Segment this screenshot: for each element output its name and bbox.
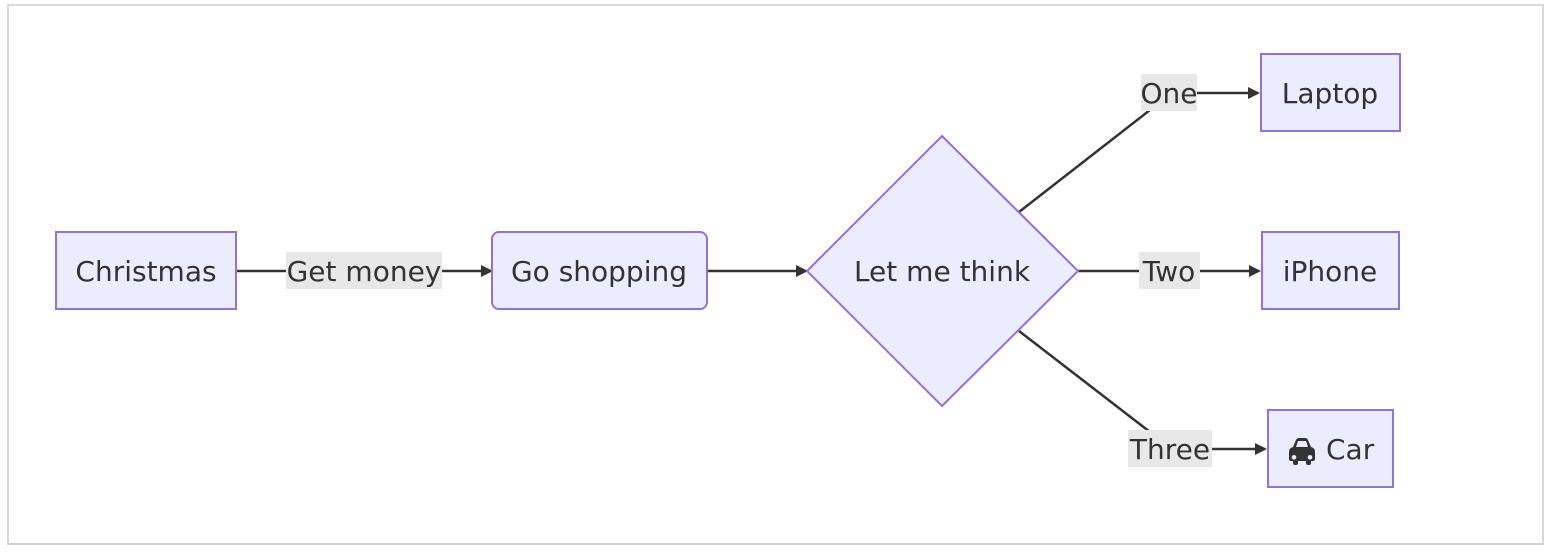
node-let-me-think-label: Let me think xyxy=(854,255,1031,288)
node-car-label: Car xyxy=(1326,433,1375,466)
node-iphone-label: iPhone xyxy=(1283,255,1378,288)
edge-label-three: Three xyxy=(1128,430,1212,467)
node-christmas-label: Christmas xyxy=(75,255,216,288)
edge-label-two-text: Two xyxy=(1142,255,1196,288)
edge-label-get-money: Get money xyxy=(286,252,442,289)
node-iphone[interactable]: iPhone xyxy=(1261,231,1400,310)
node-christmas[interactable]: Christmas xyxy=(55,231,237,310)
edge-label-one: One xyxy=(1140,74,1198,111)
edge-let-me-think-to-laptop xyxy=(1018,87,1260,213)
car-icon xyxy=(1289,438,1315,465)
edge-label-two: Two xyxy=(1139,252,1200,289)
edge-label-three-text: Three xyxy=(1129,433,1210,466)
node-go-shopping-label: Go shopping xyxy=(511,255,687,288)
node-laptop[interactable]: Laptop xyxy=(1260,53,1401,132)
edge-label-one-text: One xyxy=(1140,77,1197,110)
edge-label-get-money-text: Get money xyxy=(287,255,442,288)
node-let-me-think[interactable]: Let me think xyxy=(805,134,1080,408)
node-go-shopping[interactable]: Go shopping xyxy=(491,231,708,310)
node-car[interactable]: Car xyxy=(1267,409,1394,488)
node-laptop-label: Laptop xyxy=(1282,77,1378,110)
